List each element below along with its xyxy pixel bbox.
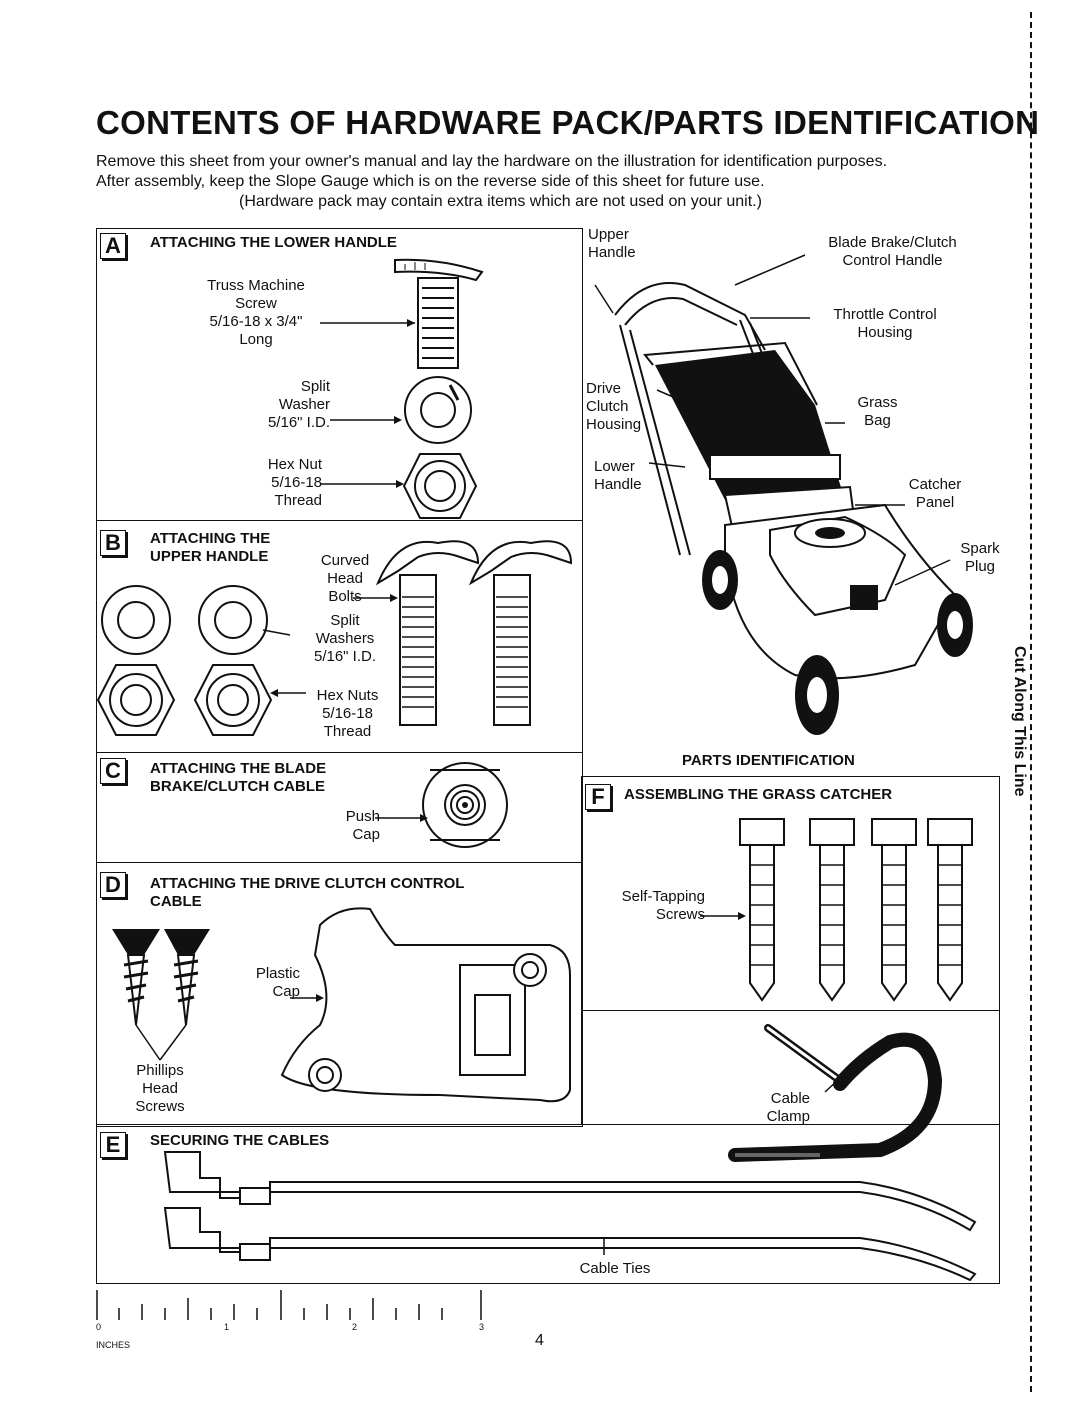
section-e-cable-ties-drawing (163, 1151, 977, 1282)
lower-handle-label: Lower Handle (594, 458, 642, 493)
section-f-heading: ASSEMBLING THE GRASS CATCHER (624, 786, 893, 803)
section-d-letter: D (100, 872, 126, 898)
catcher-panel-label: Catcher Panel (908, 476, 962, 511)
self-tapping-screw (739, 818, 973, 1002)
section-c-letter: C (100, 758, 126, 784)
plastic-cap-label: Plastic Cap (255, 965, 300, 1000)
cut-line-text: Cut Along This Line (1010, 640, 1028, 803)
section-b-letter: B (100, 530, 126, 556)
hex-nut-label: Hex Nut 5/16-18 Thread (267, 456, 322, 509)
ruler-tick-3: 3 (479, 1322, 485, 1332)
section-c-heading: ATTACHING THE BLADE BRAKE/CLUTCH CABLE (150, 760, 327, 795)
section-a-hardware-drawing (320, 258, 484, 519)
section-e-letter: E (100, 1132, 126, 1158)
section-d-heading: ATTACHING THE DRIVE CLUTCH CONTROL CABLE (150, 875, 465, 910)
ruler-unit: INCHES (96, 1340, 131, 1350)
parts-identification-caption: PARTS IDENTIFICATION (682, 752, 855, 769)
cable-clamp-label: Cable Clamp (766, 1090, 810, 1125)
section-e-box (96, 1124, 1000, 1284)
intro-line-3: (Hardware pack may contain extra items w… (239, 193, 762, 210)
sections-a-d-box (96, 228, 583, 1127)
section-f-letter: F (585, 784, 611, 810)
ruler-tick-0: 0 (96, 1322, 102, 1332)
split-washer-label: Split Washer 5/16" I.D. (267, 378, 330, 431)
hex-nuts-label: Hex Nuts 5/16-18 Thread (316, 687, 379, 740)
blade-brake-label: Blade Brake/Clutch Control Handle (828, 234, 957, 269)
lawn-mower-illustration (594, 254, 973, 735)
ruler-tick-1: 1 (224, 1322, 230, 1332)
cable-ties-label: Cable Ties (579, 1260, 651, 1277)
inch-ruler (96, 1290, 482, 1320)
section-e-heading: SECURING THE CABLES (150, 1132, 330, 1149)
section-f-screws-drawing (700, 818, 973, 1002)
section-b-heading: ATTACHING THE UPPER HANDLE (150, 530, 271, 565)
upper-handle-label: Upper Handle (588, 226, 636, 261)
cut-line (1030, 12, 1032, 1392)
page-title: CONTENTS OF HARDWARE PACK/PARTS IDENTIFI… (96, 104, 1040, 141)
throttle-housing-label: Throttle Control Housing (833, 306, 937, 341)
section-a-heading: ATTACHING THE LOWER HANDLE (150, 234, 397, 251)
page-number: 4 (535, 1332, 544, 1349)
truss-screw-label: Truss Machine Screw 5/16-18 x 3/4" Long (207, 277, 305, 348)
drive-clutch-label: Drive Clutch Housing (586, 380, 642, 433)
curved-bolts-label: Curved Head Bolts (320, 552, 370, 605)
split-washers-label: Split Washers 5/16" I.D. (313, 612, 377, 665)
section-b-hardware-drawing (96, 540, 573, 736)
spark-plug-label: Spark Plug (960, 540, 1000, 575)
section-c-push-cap-drawing (375, 762, 508, 848)
intro-line-2: After assembly, keep the Slope Gauge whi… (96, 173, 765, 190)
section-d-hardware-drawing (112, 907, 571, 1103)
self-tapping-screws-label: Self-Tapping Screws (621, 888, 705, 923)
cable-clamp-drawing (728, 1024, 943, 1162)
intro-line-1: Remove this sheet from your owner's manu… (96, 153, 888, 170)
push-cap-label: Push Cap (345, 808, 380, 843)
intro-text: Remove this sheet from your owner's manu… (96, 152, 996, 212)
section-a-letter: A (100, 233, 126, 259)
ruler-tick-2: 2 (352, 1322, 358, 1332)
section-f-box (581, 776, 1000, 1125)
grass-bag-label: Grass Bag (857, 394, 898, 429)
phillips-screws-label: Phillips Head Screws (135, 1062, 185, 1115)
